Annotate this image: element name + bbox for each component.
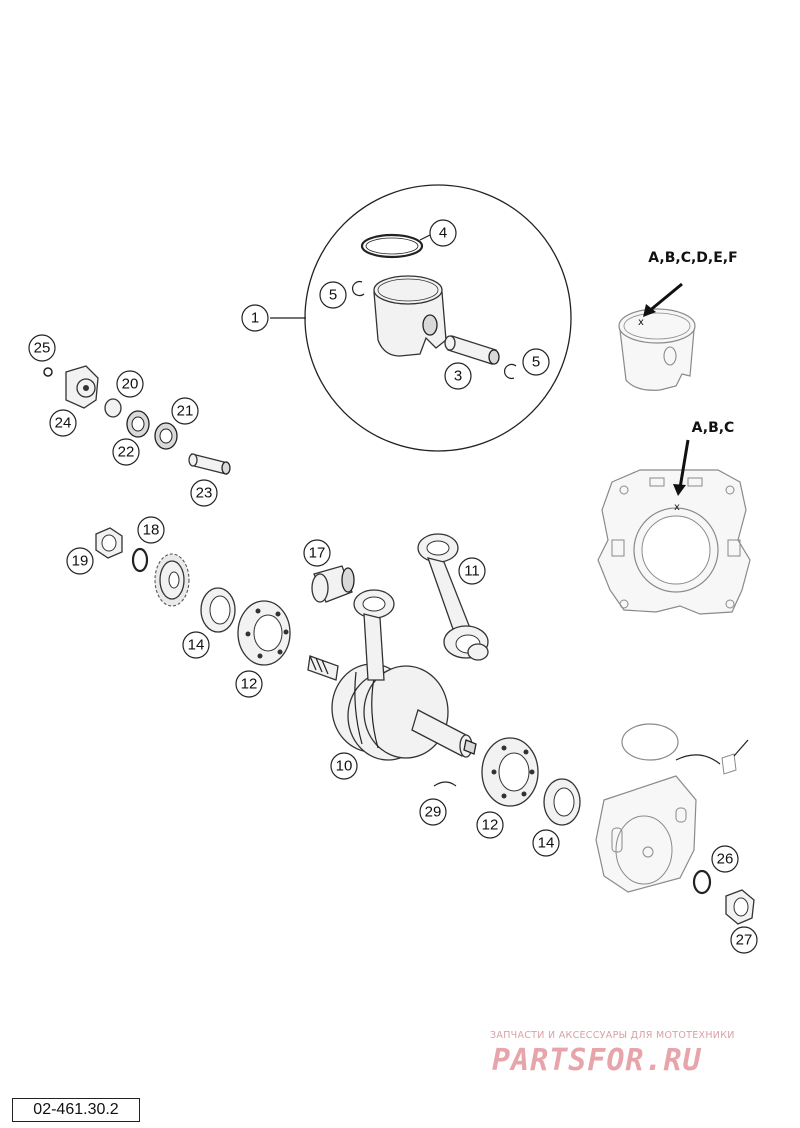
svg-text:12: 12 [482,817,499,834]
circlip-left-part [352,280,365,297]
watermark-brand: PARTSFOR.RU [492,1043,702,1078]
svg-text:1: 1 [251,310,259,327]
svg-text:29: 29 [425,804,442,821]
cylinder-mark-x: x [674,502,680,513]
leader-line-4 [419,234,431,241]
svg-text:3: 3 [454,368,462,385]
callout-24: 24 [49,409,77,437]
connecting-rod-part [417,533,489,661]
balancer-parts-group [43,365,231,475]
callout-12a: 12 [235,670,263,698]
svg-text:19: 19 [72,553,89,570]
needle-bearing-part [311,565,355,603]
callout-14b: 14 [532,829,560,857]
left-crank-parts-group [95,527,291,666]
callout-22: 22 [112,438,140,466]
piston-marks-label: A,B,C,D,E,F [648,250,737,266]
right-crank-parts-group [433,737,581,826]
svg-text:24: 24 [55,415,72,432]
crank-conrod-part [353,589,395,681]
piston-part [373,275,447,357]
nut-19-part [95,527,123,559]
svg-text:5: 5 [329,287,337,304]
callout-10: 10 [330,752,358,780]
cylinder-marks-label: A,B,C [692,420,735,436]
callout-14a: 14 [182,631,210,659]
svg-text:26: 26 [717,851,734,868]
balancer-shaft-part [188,453,231,475]
washer-18-part [131,547,149,573]
callout-12b: 12 [476,811,504,839]
drive-gear-part [65,365,99,409]
piston-marking-illustration: x A,B,C,D,E,F [618,250,738,391]
svg-text:10: 10 [336,758,353,775]
primary-gear-part [154,553,190,607]
small-circlip-part [43,367,53,377]
piston-mark-x: x [638,317,644,328]
callout-4: 4 [429,219,457,247]
svg-text:23: 23 [196,485,213,502]
washer-26-part [692,869,712,895]
svg-text:25: 25 [34,340,51,357]
callout-1: 1 [241,304,269,332]
svg-text:17: 17 [309,545,326,562]
svg-text:14: 14 [538,835,555,852]
watermark-tagline: ЗАПЧАСТИ И АКСЕССУАРЫ ДЛЯ МОТОТЕХНИКИ [490,1030,735,1041]
circlip-right-part [504,363,517,380]
crankshaft-part [307,589,477,761]
nut-27-part [725,889,755,925]
callout-20: 20 [116,370,144,398]
bearing-22-part [126,410,150,438]
svg-text:12: 12 [241,676,258,693]
main-bearing-right-part [481,737,539,807]
callout-17: 17 [303,539,331,567]
callout-25: 25 [28,334,56,362]
cylinder-mark-arrow [678,439,690,489]
svg-text:11: 11 [464,563,480,580]
svg-text:27: 27 [736,932,753,949]
svg-text:14: 14 [188,637,205,654]
oil-seal-right-part [543,778,581,826]
cylinder-marking-illustration: x A,B,C [597,420,751,615]
callout-19: 19 [66,547,94,575]
piston-ring-part [360,233,424,259]
svg-text:22: 22 [118,444,135,461]
piston-mark-arrow [647,282,683,314]
svg-text:18: 18 [143,522,160,539]
callout-3: 3 [444,362,472,390]
rotor-fasteners-group [692,869,755,925]
callout-29: 29 [419,798,447,826]
ignition-rotor-illustration [595,723,749,893]
callout-23: 23 [190,479,218,507]
callout-26: 26 [711,845,739,873]
svg-text:5: 5 [532,354,540,371]
main-bearing-left-part [237,600,291,666]
callout-21: 21 [171,397,199,425]
woodruff-key-part [433,781,457,787]
callout-18: 18 [137,516,165,544]
piston-pin-part [444,335,500,365]
diagram-code-label: 02-461.30.2 [12,1098,140,1122]
callout-11: 11 [458,557,486,585]
svg-text:4: 4 [439,225,447,242]
callout-27: 27 [730,926,758,954]
callout-5b: 5 [522,348,550,376]
oil-seal-left-part [200,587,236,633]
conrod-parts-group [311,533,489,661]
callout-5a: 5 [319,281,347,309]
svg-text:20: 20 [122,376,139,393]
piston-detail-group [270,184,572,452]
washer-20-part [104,398,122,418]
svg-text:21: 21 [177,403,194,420]
bearing-21-part [154,422,178,450]
